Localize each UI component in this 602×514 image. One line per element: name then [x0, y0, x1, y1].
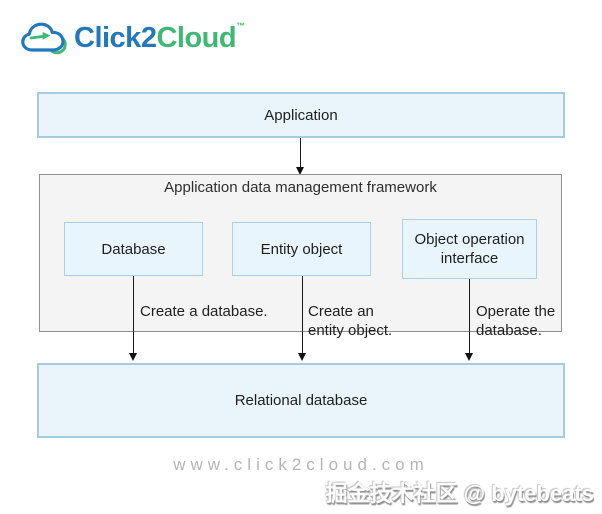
relational-database-box-label: Relational database	[234, 392, 368, 409]
logo-wordmark: Click2Cloud™	[74, 16, 245, 60]
step-label-line: entity object.	[308, 322, 393, 339]
step-label-operate-database: Operate the database.	[476, 302, 555, 340]
bytebeats-watermark: 掘金技术社区 @ bytebeats	[325, 481, 594, 506]
connector-line-interface	[469, 279, 470, 353]
step-label-line: Operate the	[476, 303, 556, 320]
arrow-down-icon	[296, 167, 304, 175]
entity-object-box: Entity object	[232, 222, 371, 276]
step-label-line: database.	[476, 322, 542, 339]
step-label-line: Create an	[308, 303, 374, 320]
application-box-label: Application	[264, 106, 338, 124]
arrow-down-icon	[129, 353, 137, 361]
step-label-create-entity: Create an entity object.	[308, 302, 392, 340]
logo-text-cloud: Cloud	[156, 22, 237, 54]
relational-database-box: Relational database	[37, 363, 565, 438]
arrow-down-icon	[465, 353, 473, 361]
entity-object-box-label: Entity object	[260, 240, 343, 258]
arrow-down-icon	[298, 353, 306, 361]
object-operation-interface-box-label: Object operation interface	[414, 231, 525, 267]
connector-line-entity	[302, 276, 303, 353]
logo-text-click2: Click2	[74, 22, 157, 54]
connector-line-application	[300, 138, 301, 167]
trademark-symbol: ™	[236, 21, 245, 31]
database-box: Database	[64, 222, 203, 276]
step-label-create-database: Create a database.	[140, 302, 268, 321]
step-label-line: Create a database.	[140, 303, 268, 320]
database-box-label: Database	[101, 240, 166, 258]
application-box: Application	[37, 92, 565, 138]
click2cloud-logo: Click2Cloud™	[20, 16, 245, 60]
object-operation-interface-box: Object operation interface	[402, 219, 537, 279]
cloud-logo-icon	[21, 22, 67, 55]
website-url: www.click2cloud.com	[173, 455, 429, 474]
connector-line-database	[133, 276, 134, 353]
framework-title: Application data management framework	[164, 179, 437, 196]
